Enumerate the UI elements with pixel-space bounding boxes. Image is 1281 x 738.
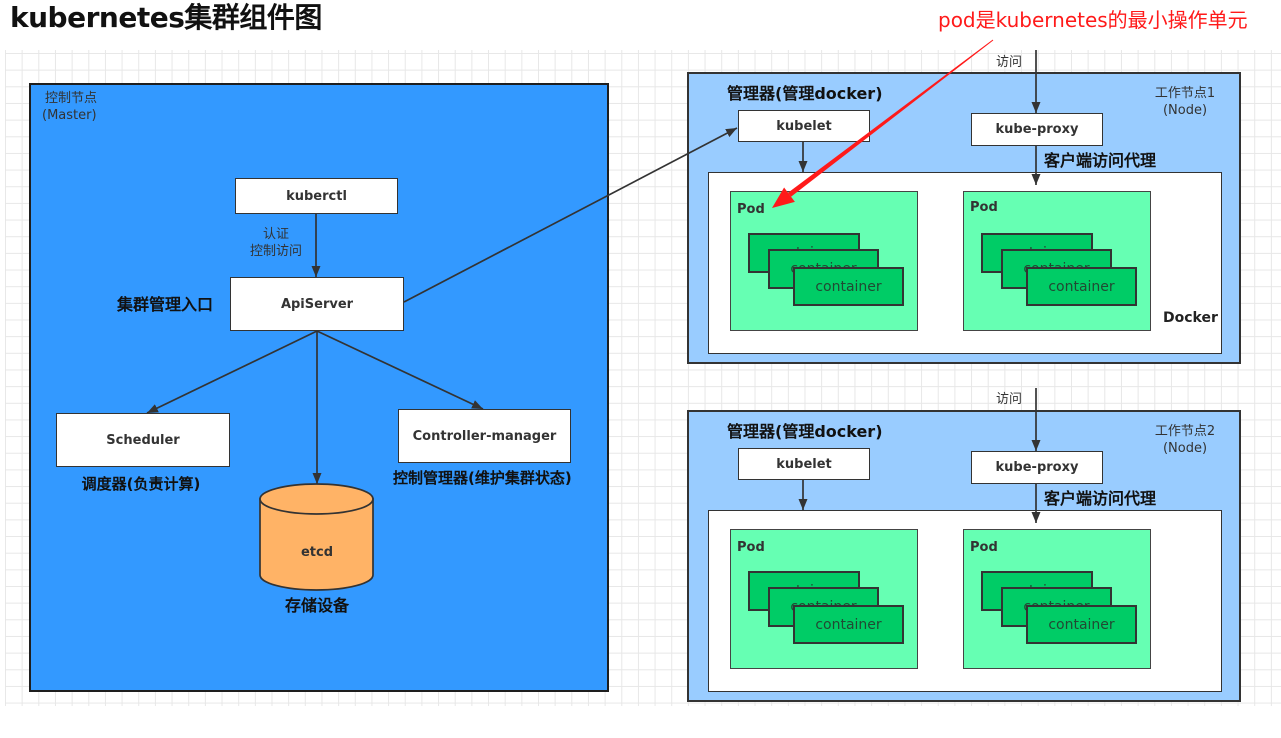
node-name-line2: (Node) bbox=[1162, 441, 1208, 456]
auth-label: 认证 控制访问 bbox=[240, 226, 312, 260]
auth-label-line2: 控制访问 bbox=[249, 244, 302, 259]
etcd-caption: 存储设备 bbox=[284, 596, 349, 615]
kubelet-box[interactable]: kubelet bbox=[738, 448, 870, 480]
apiserver-box[interactable]: ApiServer bbox=[230, 277, 404, 331]
node-name-line1: 工作节点2 bbox=[1154, 424, 1216, 439]
controller-manager-box[interactable]: Controller-manager bbox=[398, 409, 571, 463]
kube-proxy-box[interactable]: kube-proxy bbox=[971, 451, 1103, 484]
master-name-label: 控制节点 bbox=[45, 91, 98, 106]
pod[interactable]: Pod container container container bbox=[963, 529, 1151, 669]
container[interactable]: container bbox=[793, 267, 904, 306]
apiserver-caption: 集群管理入口 bbox=[117, 295, 214, 314]
worker-node-2-group: 工作节点2 (Node) 访问 管理器(管理docker) kubelet ku… bbox=[0, 338, 1281, 738]
arrow-apiserver-to-kubelet bbox=[403, 127, 738, 303]
node-name-label: 工作节点1 (Node) bbox=[1148, 85, 1222, 119]
pod[interactable]: Pod container container container bbox=[730, 529, 918, 669]
annotation-arrow-head bbox=[772, 187, 795, 208]
controller-manager-caption: 控制管理器(维护集群状态) bbox=[393, 469, 572, 487]
kube-proxy-box[interactable]: kube-proxy bbox=[971, 113, 1103, 146]
kube-proxy-caption: 客户端访问代理 bbox=[1044, 151, 1157, 170]
container[interactable]: container bbox=[793, 605, 904, 644]
arrow-apiserver-to-controller-manager bbox=[316, 330, 484, 410]
pod-label: Pod bbox=[737, 202, 765, 217]
node-name-line2: (Node) bbox=[1162, 103, 1208, 118]
kube-proxy-caption: 客户端访问代理 bbox=[1044, 489, 1157, 508]
access-label: 访问 bbox=[996, 392, 1023, 407]
node-name-line1: 工作节点1 bbox=[1154, 86, 1216, 101]
container[interactable]: container bbox=[1026, 267, 1137, 306]
pod-label: Pod bbox=[970, 540, 998, 555]
kubelet-box[interactable]: kubelet bbox=[738, 110, 870, 142]
access-label: 访问 bbox=[996, 55, 1023, 70]
etcd-cylinder[interactable] bbox=[259, 483, 374, 591]
scheduler-box[interactable]: Scheduler bbox=[56, 413, 230, 467]
arrow-apiserver-to-scheduler bbox=[146, 330, 318, 414]
master-role-label: (Master) bbox=[42, 108, 97, 123]
scheduler-caption: 调度器(负责计算) bbox=[81, 475, 201, 493]
etcd-cylinder-body bbox=[259, 498, 374, 591]
pod[interactable]: Pod container container container bbox=[730, 191, 918, 331]
worker-node-1-group: 工作节点1 (Node) 访问 管理器(管理docker) kubelet ku… bbox=[687, 55, 1241, 364]
kubelet-caption: 管理器(管理docker) bbox=[727, 84, 883, 103]
etcd-cylinder-top bbox=[259, 483, 374, 515]
etcd-label: etcd bbox=[300, 545, 334, 560]
diagram-title: kubernetes集群组件图 bbox=[10, 1, 322, 34]
docker-label: Docker bbox=[1163, 310, 1218, 326]
pod-label: Pod bbox=[970, 200, 998, 215]
kubelet-caption: 管理器(管理docker) bbox=[727, 422, 883, 441]
pod-label: Pod bbox=[737, 540, 765, 555]
annotation-arrow bbox=[772, 39, 994, 208]
container[interactable]: container bbox=[1026, 605, 1137, 644]
connector-layer bbox=[146, 39, 1041, 591]
node-name-label: 工作节点2 (Node) bbox=[1148, 423, 1222, 457]
auth-label-line1: 认证 bbox=[262, 227, 289, 242]
annotation-arrow-shaft bbox=[788, 39, 994, 197]
pod[interactable]: Pod container container container bbox=[963, 191, 1151, 331]
kuberctl-box[interactable]: kuberctl bbox=[235, 178, 398, 214]
pod-annotation: pod是kubernetes的最小操作单元 bbox=[938, 8, 1248, 32]
